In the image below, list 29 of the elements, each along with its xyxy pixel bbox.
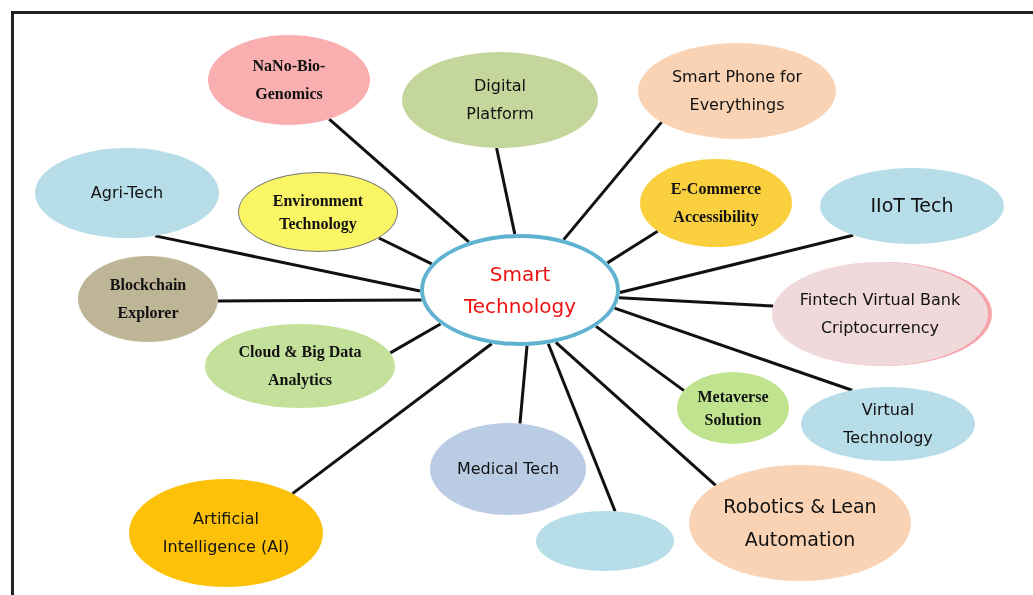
connector-line [328,117,470,244]
topic-label: Digital Platform [465,75,535,125]
topic-ellipse [238,172,398,252]
connector-line [546,343,617,512]
connector-line [619,233,854,294]
topic-label: NaNo-Bio- Genomics [251,56,327,104]
connector-line [495,147,517,235]
topic-label: Environment Technology [271,190,365,235]
connector-line [389,322,442,355]
topic-label: Artificial Intelligence (AI) [161,508,291,558]
topic-label: Blockchain Explorer [108,275,188,324]
connector-line [154,234,421,293]
topic-label: Agri-Tech [90,182,164,204]
topic-label: Smart Phone for Everythings [670,66,804,116]
topic-label: Cloud & Big Data Analytics [237,342,363,391]
connector-line [518,345,529,424]
central-label: Smart Technology [463,261,577,320]
topic-label: IIoT Tech [870,193,954,219]
topic-label: Virtual Technology [842,399,934,449]
topic-label: Metaverse Solution [696,386,770,430]
topic-label: Robotics & Lean Automation [722,493,878,552]
topic-label: Fintech Virtual Bank Criptocurrency [798,289,962,339]
connector-line [595,325,685,392]
topic-label: Medical Tech [456,458,560,480]
connector-line [618,296,774,308]
connector-line [614,306,853,392]
connector-line [217,298,422,303]
connector-line [606,229,659,265]
topic-label: E-Commerce Accessibility [669,179,763,228]
